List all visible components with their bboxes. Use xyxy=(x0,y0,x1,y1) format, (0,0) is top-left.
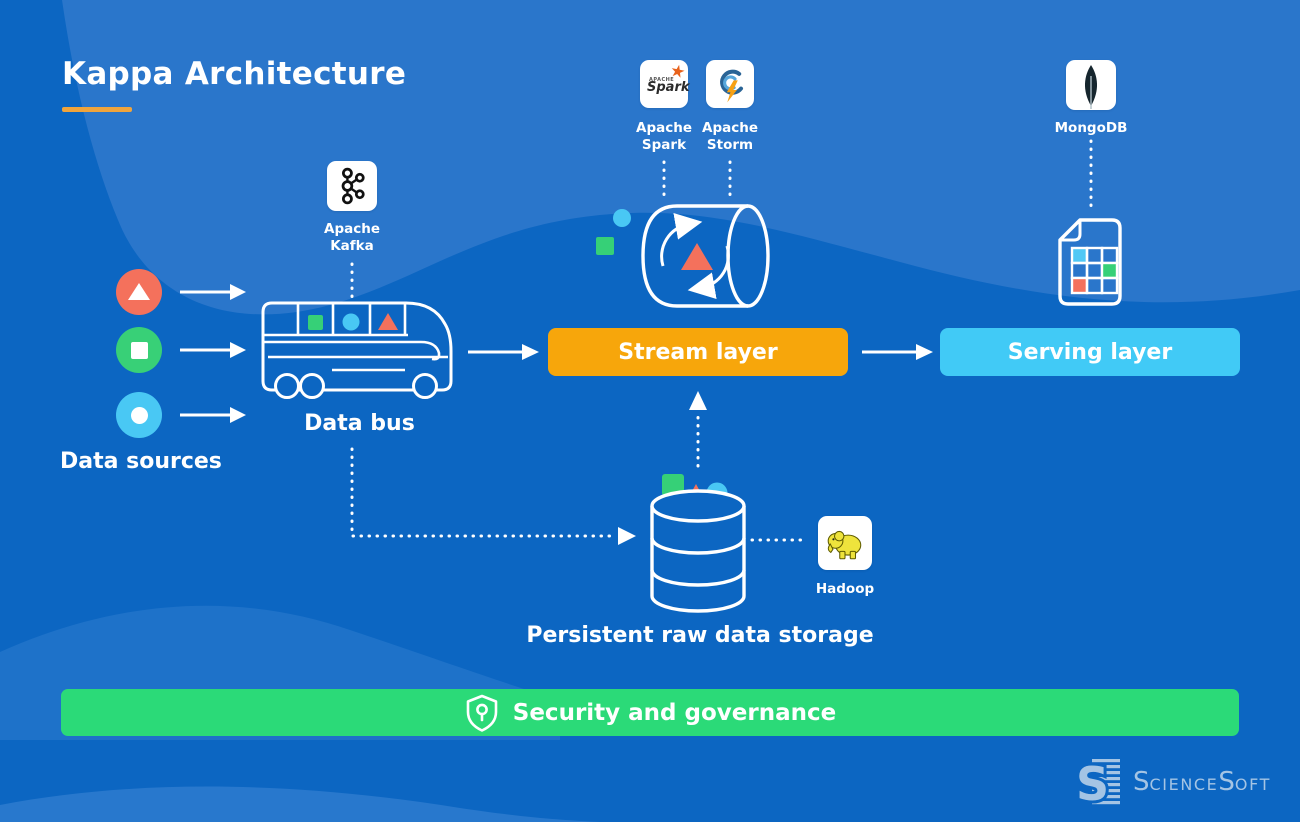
hadoop-label: Hadoop xyxy=(815,581,875,597)
security-governance-bar: Security and governance xyxy=(61,689,1239,736)
mongodb-label: MongoDB xyxy=(1054,120,1128,136)
spark-icon: APACHE Spark ★ xyxy=(640,60,690,108)
square-icon xyxy=(130,341,148,359)
spark-logo: APACHE Spark ★ xyxy=(640,60,690,108)
data-source-circle xyxy=(116,392,162,438)
mongodb-icon xyxy=(1066,60,1116,110)
spark-logo-apache-text: APACHE xyxy=(649,77,675,83)
storage-cylinder-illustration xyxy=(650,474,746,613)
arrowhead-up-stream xyxy=(689,391,707,410)
storm-logo-icon xyxy=(720,69,744,103)
circle-icon xyxy=(130,406,148,424)
title-underline xyxy=(62,107,132,112)
data-bus-illustration xyxy=(261,301,453,399)
page-title: Kappa Architecture xyxy=(62,56,407,92)
kafka-logo-icon xyxy=(341,167,365,205)
arrowhead-storage xyxy=(618,527,636,545)
data-sources-label: Data sources xyxy=(60,449,222,474)
data-bus-label: Data bus xyxy=(304,411,415,436)
security-label: Security and governance xyxy=(512,699,837,726)
hadoop-icon xyxy=(818,516,872,570)
document-grid-icon xyxy=(1058,218,1122,306)
svg-text:S: S xyxy=(1078,757,1109,807)
data-source-square xyxy=(116,327,162,373)
kafka-icon xyxy=(327,161,377,211)
sciencesoft-logo-icon: S xyxy=(1078,757,1120,807)
sciencesoft-logo: S ScienceSoft xyxy=(1078,757,1271,807)
wave-top-light xyxy=(62,0,1300,315)
hadoop-elephant-icon xyxy=(827,530,862,560)
sciencesoft-logo-text: ScienceSoft xyxy=(1133,767,1271,797)
stream-pipe-illustration xyxy=(596,204,770,308)
shield-icon xyxy=(466,694,498,732)
stream-layer-node: Stream layer xyxy=(548,328,848,376)
mongodb-leaf-icon xyxy=(1084,65,1098,109)
persistent-storage-label: Persistent raw data storage xyxy=(526,623,874,648)
triangle-icon xyxy=(128,282,150,300)
serving-layer-node: Serving layer xyxy=(940,328,1240,376)
spark-logo-text: Spark xyxy=(647,80,690,95)
data-source-triangle xyxy=(116,269,162,315)
storm-icon xyxy=(706,60,754,108)
dotted-bus-storage xyxy=(350,447,618,538)
wave-bottom-edge xyxy=(0,786,600,822)
